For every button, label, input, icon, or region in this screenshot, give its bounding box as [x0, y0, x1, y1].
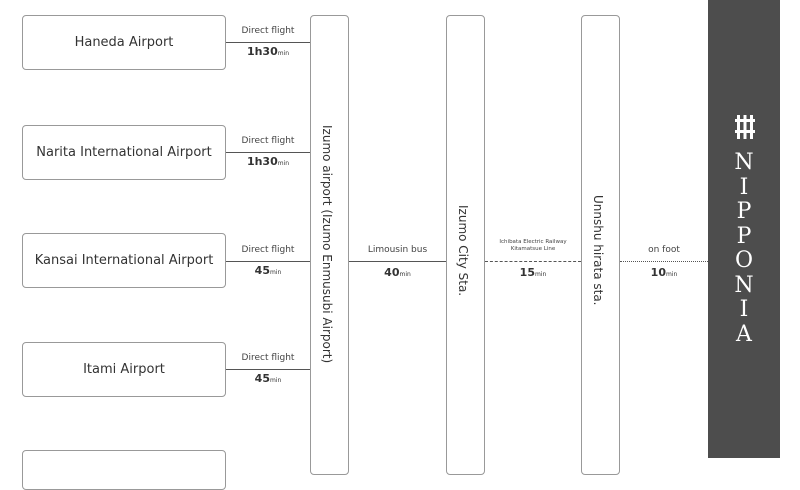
wordmark-letter: I: [739, 297, 749, 322]
airport-box: Narita International Airport: [22, 125, 226, 180]
railway-connector: [485, 261, 581, 262]
wordmark-letter: A: [736, 321, 752, 347]
flight-mode: Direct flight: [241, 26, 295, 36]
airport-name: Haneda Airport: [74, 35, 174, 50]
bus-connector: [349, 261, 446, 262]
walk-connector: [620, 261, 708, 262]
airport-name: Itami Airport: [83, 362, 165, 377]
walk-mode: on foot: [648, 245, 680, 255]
railway-time: 15min: [519, 266, 547, 279]
flight-time: 45min: [254, 264, 282, 277]
airport-box: Itami Airport: [22, 342, 226, 397]
bus-mode: Limousin bus: [367, 245, 428, 255]
flight-mode: Direct flight: [241, 136, 295, 146]
walk-time: 10min: [650, 266, 678, 279]
flight-connector: [226, 369, 310, 370]
unnshu-hirata-station-label: Unnshu hirata sta.: [591, 195, 605, 306]
airport-name: Kansai International Airport: [34, 253, 214, 268]
flight-connector: [226, 152, 310, 153]
wordmark-letter: N: [734, 272, 754, 298]
wordmark-letter: P: [736, 199, 752, 224]
airport-box: Haneda Airport: [22, 15, 226, 70]
wordmark-letter: I: [739, 174, 749, 200]
airport-name: Narita International Airport: [36, 145, 212, 160]
flight-connector: [226, 42, 310, 43]
wordmark-letter: P: [736, 223, 752, 249]
nipponia-logo-icon: [735, 115, 755, 139]
wordmark-letter: O: [734, 248, 754, 273]
airport-box: Kansai International Airport: [22, 233, 226, 288]
bus-time: 40min: [384, 266, 411, 279]
flight-mode: Direct flight: [241, 245, 295, 255]
airport-box-partial: [22, 450, 226, 490]
flight-time: 1h30min: [246, 155, 290, 168]
izumo-city-station-label: Izumo City Sta.: [456, 205, 470, 297]
flight-time: 45min: [254, 372, 282, 385]
flight-time: 1h30min: [246, 45, 290, 58]
izumo-airport-label: Izumo airport (Izumo Enmusubi Airport): [320, 125, 334, 364]
flight-connector: [226, 261, 310, 262]
flight-mode: Direct flight: [241, 353, 295, 363]
wordmark-letter: N: [734, 150, 754, 175]
